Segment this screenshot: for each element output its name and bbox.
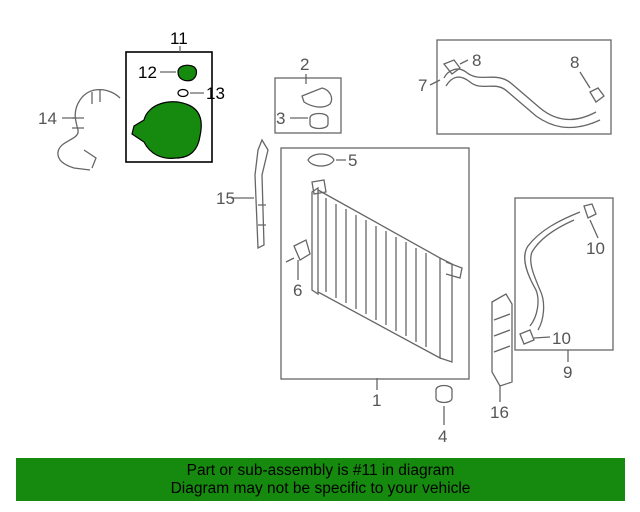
part-8-clamp-a (442, 59, 461, 75)
part-11-box[interactable] (125, 51, 213, 163)
part-1-inlet (311, 179, 463, 279)
callout-13[interactable]: 13 (206, 84, 225, 103)
banner-line-1: Part or sub-assembly is #11 in diagram (186, 462, 455, 479)
part-1-radiator (311, 186, 453, 363)
parts-diagram: 11 12 13 14 2 3 5 15 6 7 8 8 1 4 16 9 10… (38, 29, 614, 446)
part-16-seal (491, 293, 513, 387)
part-15-bracket (254, 138, 269, 250)
part-11-reservoir[interactable] (131, 101, 202, 159)
part-8-clamp-b (589, 87, 605, 103)
callout-10a: 10 (586, 239, 605, 258)
part-2-cap (301, 87, 333, 108)
part-2-box (274, 77, 342, 134)
callout-10b: 10 (552, 329, 571, 348)
callout-9: 9 (563, 363, 572, 382)
callout-1: 1 (372, 391, 381, 410)
part-9-box (514, 197, 614, 351)
part-6-plug (285, 239, 311, 263)
callout-7: 7 (418, 76, 427, 95)
part-14-hose (57, 88, 121, 171)
callout-8b: 8 (570, 53, 579, 72)
part-12-cap[interactable] (177, 64, 198, 82)
banner-line-2: Diagram may not be specific to your vehi… (170, 480, 471, 497)
part-7-hose (443, 68, 601, 129)
part-10-clamp-b (519, 329, 535, 345)
part-4-bushing (435, 384, 453, 404)
callout-15: 15 (216, 189, 235, 208)
part-5-cap (307, 153, 335, 167)
part-1-box (280, 147, 470, 380)
part-1-fins (325, 198, 427, 347)
callout-11[interactable]: 11 (170, 29, 188, 48)
callout-8a: 8 (472, 51, 481, 70)
part-13-oring[interactable] (177, 88, 189, 98)
callout-14: 14 (38, 109, 57, 128)
leader-lines (62, 46, 599, 425)
callout-16: 16 (490, 403, 509, 422)
callout-12[interactable]: 12 (138, 63, 157, 82)
part-3-mount (309, 112, 329, 130)
info-banner: Part or sub-assembly is #11 in diagram D… (16, 458, 625, 501)
part-7-box (436, 39, 612, 135)
callout-5: 5 (348, 151, 357, 170)
callout-2: 2 (300, 55, 309, 74)
callout-4: 4 (438, 427, 447, 446)
part-10-clamp-a (583, 203, 597, 219)
part-9-hose (524, 211, 581, 331)
callout-6: 6 (293, 281, 302, 300)
callout-3: 3 (276, 109, 285, 128)
